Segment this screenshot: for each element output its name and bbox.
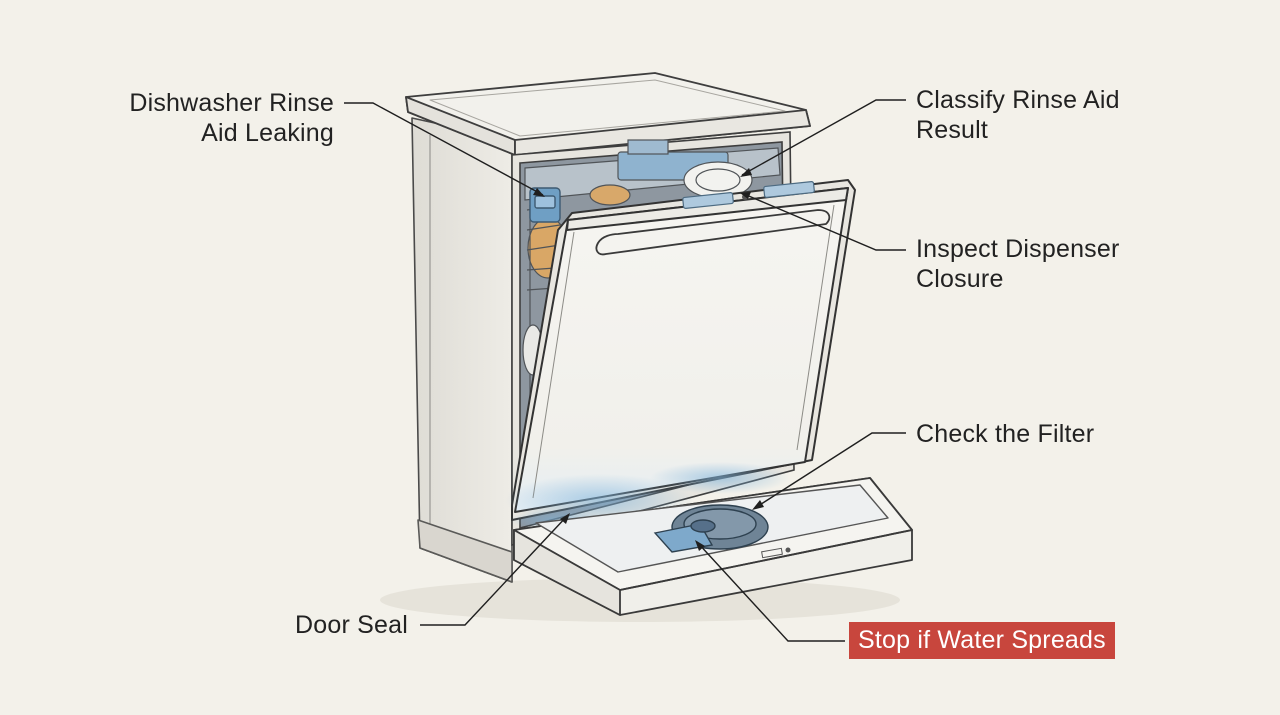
label-rinse-aid-leaking: Dishwasher Rinse Aid Leaking (129, 88, 334, 148)
rinse-aid-dispenser (529, 187, 561, 223)
leader-leak (344, 102, 544, 196)
label-inspect-line1: Inspect Dispenser (916, 235, 1120, 263)
label-check-the-filter: Check the Filter (916, 420, 1095, 448)
leader-classify-arrowhead (740, 168, 752, 177)
leader-lines (344, 99, 906, 642)
leader-inspect-arrowhead (740, 192, 751, 199)
leader-filter-arrowhead (752, 500, 764, 510)
leader-leak-arrowhead (533, 188, 545, 197)
leader-seal (420, 514, 569, 626)
leader-inspect (743, 193, 906, 251)
leader-seal-arrowhead (560, 513, 570, 524)
leader-filter (754, 432, 906, 509)
label-inspect-dispenser-closure: Inspect Dispenser Closure (916, 234, 1120, 294)
label-classify-line2: Result (916, 116, 989, 144)
label-classify-rinse-aid-result: Classify Rinse Aid Result (916, 85, 1120, 145)
label-leak-line2: Aid Leaking (201, 119, 334, 147)
label-door-seal: Door Seal (295, 611, 408, 639)
label-inspect-line2: Closure (916, 265, 1004, 293)
label-stop-if-water-spreads: Stop if Water Spreads (849, 622, 1115, 659)
leader-stop (696, 541, 845, 642)
leader-classify (741, 99, 906, 176)
leader-stop-arrowhead (695, 540, 705, 551)
label-classify-line1: Classify Rinse Aid (916, 86, 1120, 114)
dishwasher-door (511, 179, 856, 521)
cabinet-body (411, 117, 513, 583)
label-leak-line1: Dishwasher Rinse (129, 89, 334, 117)
